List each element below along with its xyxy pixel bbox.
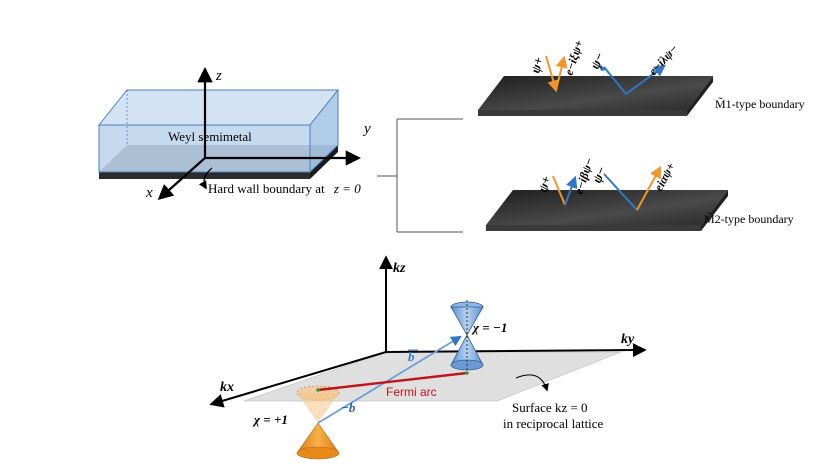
m2-boundary-label: M̃2-type boundary — [704, 212, 794, 226]
chi-plus-label: χ = +1 — [252, 412, 288, 427]
m2-orange-in — [552, 175, 566, 206]
m2-psi-minus: ψ− — [589, 164, 609, 185]
ky-axis-label: ky — [621, 332, 635, 347]
m1-blue-out — [625, 64, 666, 95]
slab-panel: z y x Weyl semimetal Hard wall boundary … — [97, 66, 371, 201]
surface-pointer — [515, 374, 549, 392]
m2-blue-short — [564, 175, 578, 206]
m1-exp-minus: e−iλψ− — [646, 41, 681, 78]
fermi-arc-label: Fermi arc — [386, 385, 437, 399]
surface-label-line1: Surface kz = 0 — [512, 400, 588, 415]
m2-boundary-panel: ψ+ e−iβψ− ψ− eiαψ+ M̃2-type boundary — [486, 156, 794, 231]
b-vector-label: b — [408, 349, 415, 364]
m2-plate — [486, 190, 728, 225]
x-axis-label: x — [145, 185, 153, 201]
y-axis-label: y — [362, 121, 371, 137]
slab-label: Weyl semimetal — [168, 129, 252, 144]
reciprocal-panel: kz ky kx χ = −1 χ = +1 b −b Fermi arc — [209, 255, 647, 460]
m2-orange-out — [636, 165, 662, 211]
kx-axis-arrow — [209, 351, 387, 408]
surface-label-line2: in reciprocal lattice — [503, 416, 604, 431]
m1-orange-out — [555, 55, 568, 91]
b-vector — [317, 335, 462, 424]
chi-minus-label: χ = −1 — [471, 320, 507, 335]
m1-boundary-panel: ψ+ e−iξψ+ ψ− e−iλψ− M̃1-type boundary — [478, 38, 805, 116]
kx-axis-label: kx — [220, 380, 234, 395]
z-axis-label: z — [215, 68, 222, 84]
boundary-label: Hard wall boundary at z = 0 — [208, 181, 361, 196]
m1-boundary-label: M̃1-type boundary — [715, 97, 805, 111]
connector-bracket — [377, 118, 463, 233]
kz-axis-label: kz — [393, 261, 406, 276]
neg-b-label: −b — [341, 400, 356, 415]
slab-side-face — [309, 88, 339, 174]
m1-psi-minus: ψ− — [587, 50, 607, 71]
fermi-arc-line — [317, 371, 468, 392]
m1-exp-plus: e−iξψ+ — [562, 38, 587, 77]
m1-psi-plus: ψ+ — [527, 55, 546, 74]
m1-orange-in — [545, 55, 560, 93]
m1-plate — [478, 76, 713, 110]
ky-axis-arrow — [385, 343, 647, 358]
weyl-cone-minus — [450, 300, 484, 372]
m2-blue-in — [603, 173, 638, 211]
m1-blue-in — [603, 66, 627, 95]
x-axis-arrow — [157, 157, 206, 201]
slab-top-face — [97, 89, 340, 126]
m2-psi-plus: ψ+ — [535, 174, 554, 194]
